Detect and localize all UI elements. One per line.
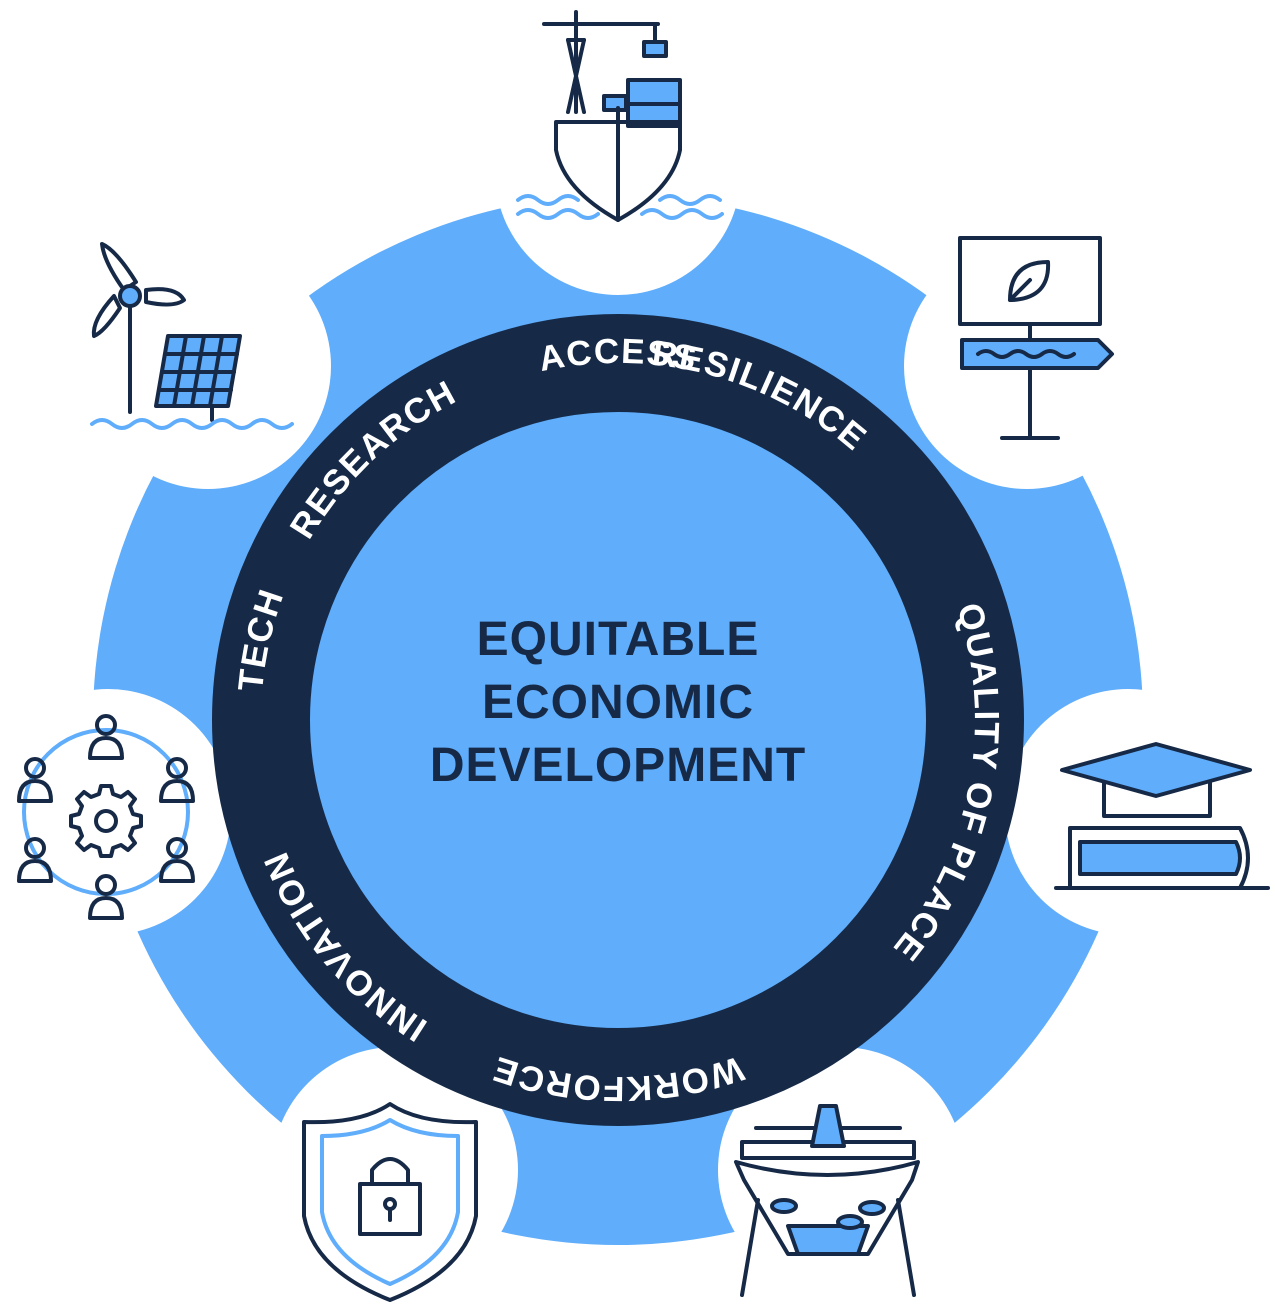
center-title-line-3: DEVELOPMENT [430,739,806,792]
center-title-line-1: EQUITABLE [477,613,760,666]
security-shield-icon [302,1102,478,1302]
wind-solar-icon [90,242,294,430]
fish-farm-icon [734,1104,920,1297]
graduation-cap-book-icon [1054,742,1270,890]
navy-ring [212,314,1024,1126]
community-gear-icon [17,714,195,920]
center-title-line-2: ECONOMIC [482,676,754,729]
cargo-ship-icon [516,10,724,222]
leaf-signpost-icon [958,236,1114,440]
